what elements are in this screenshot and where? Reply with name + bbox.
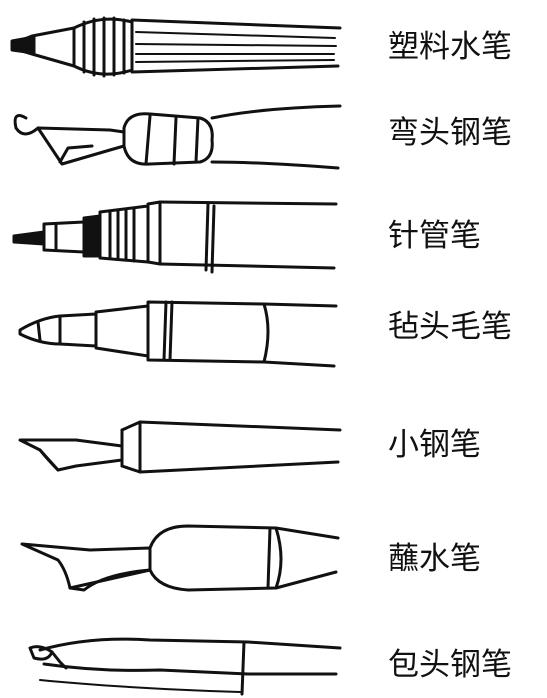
pen-label-hooded-nib-pen: 包头钢笔 (388, 647, 512, 683)
needle-pen-drawing (12, 200, 338, 274)
pen-label-plastic-pen: 塑料水笔 (388, 29, 512, 65)
plastic-pen-drawing (10, 16, 342, 78)
felt-tip-pen-drawing (18, 300, 338, 368)
small-nib-pen-drawing (18, 420, 342, 474)
bent-nib-pen-drawing (13, 104, 342, 170)
pen-label-needle-pen: 针管笔 (388, 218, 481, 254)
pen-label-small-nib-pen: 小钢笔 (388, 427, 481, 463)
pen-label-felt-tip-pen: 毡头毛笔 (388, 309, 512, 345)
pen-label-bent-nib-pen: 弯头钢笔 (388, 115, 512, 151)
dip-pen-drawing (20, 524, 340, 592)
hooded-nib-pen-drawing (28, 637, 342, 696)
pen-label-dip-pen: 蘸水笔 (388, 541, 481, 577)
